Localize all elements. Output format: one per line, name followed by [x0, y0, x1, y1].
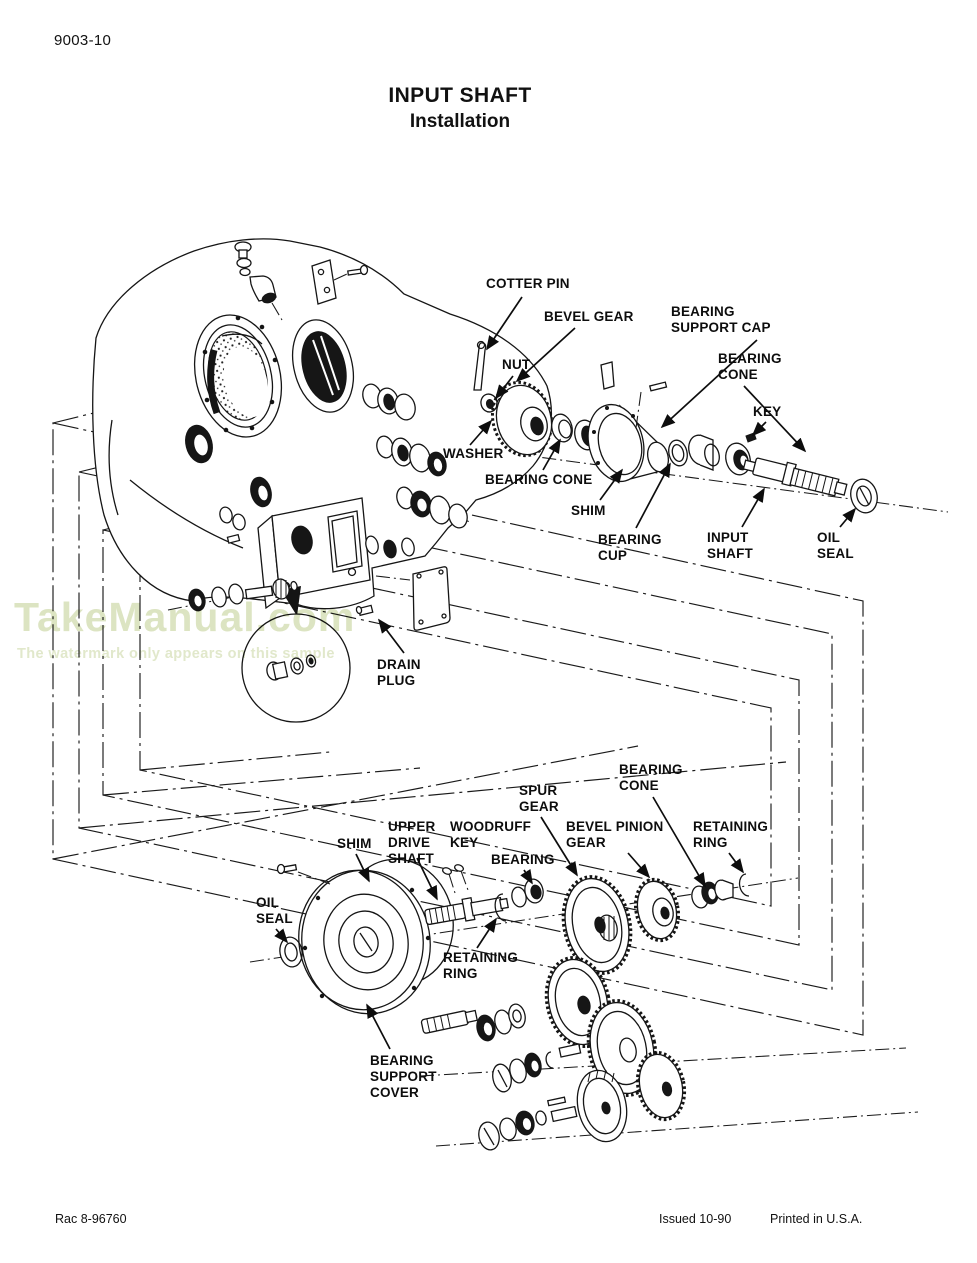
leader-arrows	[274, 296, 857, 1050]
oil-seal-upper-part	[850, 478, 878, 514]
bearing-stacks	[362, 383, 468, 559]
label-retaining-ring-lower: RETAINING RING	[443, 950, 519, 981]
label-bearing-support-cover: BEARING SUPPORT COVER	[370, 1053, 437, 1100]
footer-issued: Issued 10-90	[659, 1212, 732, 1226]
input-bore-lobe	[292, 319, 354, 413]
bevel-pinion-gear-part	[633, 877, 681, 943]
left-small-train	[188, 578, 298, 612]
nut-part	[480, 393, 498, 413]
spur-gear-part	[561, 875, 633, 975]
page-title: INPUT SHAFT Installation	[290, 84, 630, 133]
section-code: 9003-10	[54, 32, 112, 49]
label-shim-lower: SHIM	[337, 836, 372, 851]
label-input-shaft: INPUT SHAFT	[707, 530, 753, 561]
lower-gear-row	[478, 1050, 687, 1151]
bearing-part	[524, 878, 544, 904]
label-shim-upper: SHIM	[571, 503, 606, 518]
label-spur-gear: SPUR GEAR	[519, 783, 559, 814]
label-bearing-cone-lower: BEARING CONE	[619, 762, 683, 793]
main-bore	[193, 314, 283, 438]
bearing-cup-part	[688, 434, 720, 471]
housing-ports	[185, 424, 272, 544]
drain-plug-part	[355, 604, 374, 617]
upper-assembly	[92, 238, 949, 723]
title-sub: Installation	[409, 111, 511, 132]
bearing-cone-right-part	[725, 442, 751, 476]
label-woodruff-key: WOODRUFF KEY	[450, 819, 532, 850]
label-washer: WASHER	[443, 446, 504, 461]
lower-assembly	[249, 858, 919, 1151]
bearing-support-cap-part	[587, 361, 670, 483]
label-bearing-cup: BEARING CUP	[598, 532, 662, 563]
label-oil-seal-upper: OIL SEAL	[817, 530, 854, 561]
bracket-and-screw	[311, 259, 369, 305]
label-drain-plug: DRAIN PLUG	[377, 657, 421, 688]
bearing-support-cover-part	[276, 863, 431, 1015]
input-shaft-train	[473, 340, 878, 514]
retaining-ring-upper-part	[738, 873, 750, 897]
bevel-gear-part	[490, 380, 554, 458]
upper-drive-shaft-part	[424, 896, 509, 925]
bearing-cone-lower-part	[691, 881, 719, 909]
pto-mounting-block	[257, 497, 371, 610]
label-nut: NUT	[502, 357, 531, 372]
label-cotter-pin: COTTER PIN	[486, 276, 570, 291]
label-bearing: BEARING	[491, 852, 555, 867]
label-retaining-ring-upper: RETAINING RING	[693, 819, 769, 850]
label-bearing-support-cap: BEARING SUPPORT CAP	[671, 304, 771, 335]
title-main: INPUT SHAFT	[388, 84, 532, 107]
input-shaft-part	[742, 457, 848, 497]
label-upper-drive-shaft: UPPER DRIVE SHAFT	[388, 819, 436, 866]
footer-printed: Printed in U.S.A.	[770, 1212, 863, 1226]
breather-assembly	[234, 241, 283, 321]
footer-doc-code: Rac 8-96760	[55, 1212, 127, 1226]
transmission-housing	[92, 238, 552, 610]
detail-balloon	[241, 586, 351, 723]
label-bevel-gear: BEVEL GEAR	[544, 309, 634, 324]
shim-upper-part	[668, 439, 688, 467]
cotter-pin-part	[473, 342, 487, 391]
oil-seal-lower-part	[279, 936, 303, 968]
side-cover-plate	[375, 566, 451, 631]
label-bearing-cone-right: BEARING CONE	[718, 351, 782, 382]
label-oil-seal-lower: OIL SEAL	[256, 895, 293, 926]
label-key: KEY	[753, 404, 782, 419]
retaining-ring-lower-part	[494, 893, 507, 922]
bearing-cup-lower-part	[714, 879, 734, 901]
woodruff-keys-part	[441, 864, 469, 894]
label-bevel-pinion-gear: BEVEL PINION GEAR	[566, 819, 664, 850]
label-bearing-cone-left: BEARING CONE	[485, 472, 593, 487]
